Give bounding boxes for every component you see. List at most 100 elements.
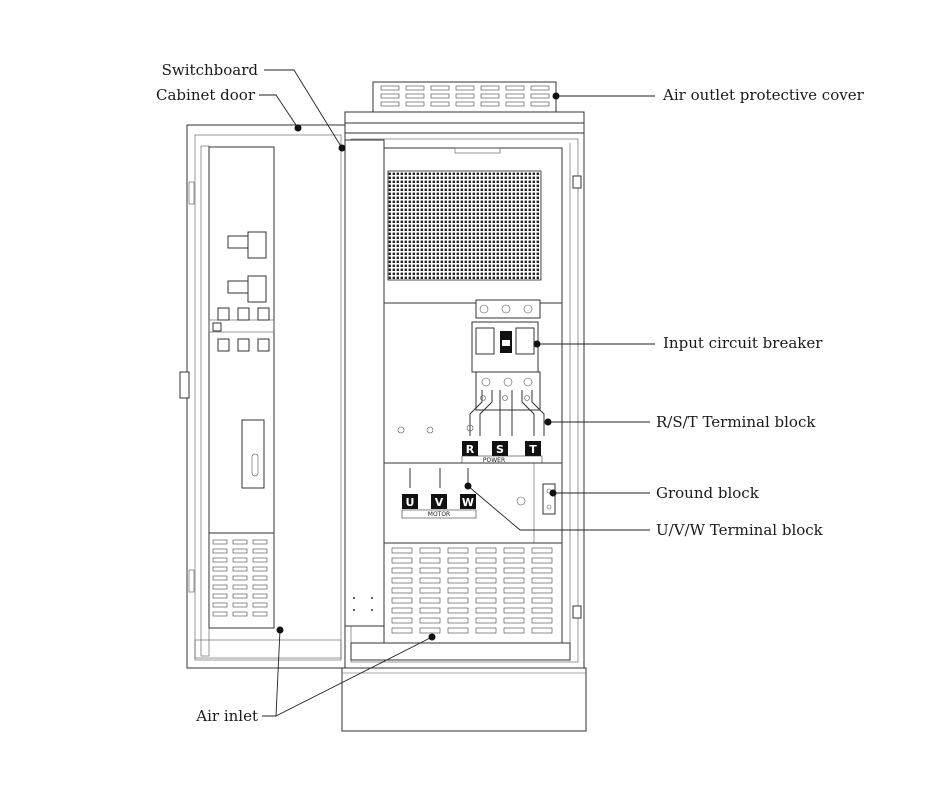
vent-slot	[232, 575, 248, 581]
vent-slot	[505, 85, 525, 91]
vent-slot	[252, 566, 268, 572]
vent-slot	[455, 85, 475, 91]
vent-slot	[503, 617, 525, 624]
vent-slot	[475, 627, 497, 634]
terminal-r-label: R	[466, 443, 475, 456]
vent-slot	[503, 587, 525, 594]
vent-slot	[475, 617, 497, 624]
vent-slot	[503, 567, 525, 574]
vent-slot	[212, 575, 228, 581]
vent-slot	[419, 597, 441, 604]
vent-slot	[475, 577, 497, 584]
terminal-s-label: S	[496, 443, 504, 456]
vent-slot	[419, 577, 441, 584]
vent-slot	[419, 607, 441, 614]
terminal-v-label: V	[435, 496, 444, 509]
vent-slot	[212, 566, 228, 572]
mesh-compartment	[383, 147, 563, 304]
vent-slot	[252, 575, 268, 581]
vent-slot	[232, 602, 248, 608]
vent-slot	[212, 548, 228, 554]
vent-slot	[430, 85, 450, 91]
door-hinge	[179, 371, 190, 399]
vent-slot	[447, 577, 469, 584]
vent-slot	[419, 567, 441, 574]
vent-slot	[405, 101, 425, 107]
vent-slot	[447, 627, 469, 634]
vent-slot	[447, 557, 469, 564]
vent-slot	[391, 547, 413, 554]
vent-slot	[503, 607, 525, 614]
vent-slot	[380, 101, 400, 107]
vent-slot	[405, 85, 425, 91]
motor-strip-label: MOTOR	[428, 511, 450, 518]
vent-slot	[531, 587, 553, 594]
vent-slot	[475, 557, 497, 564]
vent-slot	[232, 548, 248, 554]
air-outlet-cover-label: Air outlet protective cover	[662, 86, 865, 104]
vent-slot	[252, 557, 268, 563]
vent-slot	[475, 607, 497, 614]
vent-slot	[505, 93, 525, 99]
vent-slot	[480, 85, 500, 91]
vent-slot	[475, 547, 497, 554]
rivet	[353, 597, 355, 599]
vent-slot	[419, 547, 441, 554]
terminal-area: R S T POWER	[383, 299, 563, 464]
rivet	[353, 609, 355, 611]
vent-slot	[531, 607, 553, 614]
switchboard-label: Switchboard	[162, 61, 259, 79]
vent-slot	[212, 593, 228, 599]
vent-slot	[530, 101, 550, 107]
rivet	[371, 609, 373, 611]
vent-slot	[252, 593, 268, 599]
vent-slot	[405, 93, 425, 99]
vent-slot	[430, 93, 450, 99]
vent-slot	[531, 617, 553, 624]
rst-terminal-block: R S T POWER	[461, 441, 543, 464]
vent-slot	[531, 577, 553, 584]
vent-slot	[447, 587, 469, 594]
vent-slot	[503, 597, 525, 604]
vent-slot	[430, 101, 450, 107]
vent-slot	[212, 584, 228, 590]
vent-slot	[419, 587, 441, 594]
vent-slot	[447, 607, 469, 614]
cabinet-door-label: Cabinet door	[156, 86, 256, 104]
input-circuit-breaker	[471, 321, 539, 373]
vent-slot	[252, 548, 268, 554]
vent-slot	[531, 597, 553, 604]
vent-slot	[531, 557, 553, 564]
mesh-grille	[387, 170, 542, 281]
vent-slot	[503, 557, 525, 564]
lower-vent-panel	[350, 542, 571, 661]
cabinet-door	[179, 124, 346, 669]
vent-slot	[531, 627, 553, 634]
terminal-t-label: T	[529, 443, 537, 456]
vent-slot	[391, 577, 413, 584]
vent-slot	[447, 597, 469, 604]
uvw-terminal-block: U V W MOTOR	[401, 494, 477, 519]
input-breaker-label: Input circuit breaker	[663, 334, 823, 352]
vent-slot	[505, 101, 525, 107]
vent-slot	[232, 593, 248, 599]
vent-slot	[391, 567, 413, 574]
vent-slot	[419, 627, 441, 634]
vent-slot	[503, 547, 525, 554]
vent-slot	[480, 93, 500, 99]
air-inlet-label: Air inlet	[195, 707, 258, 725]
vent-slot	[391, 587, 413, 594]
vent-slot	[391, 627, 413, 634]
vent-slot	[212, 602, 228, 608]
vent-slot	[391, 597, 413, 604]
vent-slot	[252, 602, 268, 608]
vent-slot	[232, 566, 248, 572]
vent-slot	[531, 547, 553, 554]
power-strip-label: POWER	[483, 457, 505, 464]
vent-slot	[480, 101, 500, 107]
vent-slot	[391, 617, 413, 624]
vent-slot	[232, 557, 248, 563]
vent-slot	[531, 567, 553, 574]
vent-slot	[475, 587, 497, 594]
